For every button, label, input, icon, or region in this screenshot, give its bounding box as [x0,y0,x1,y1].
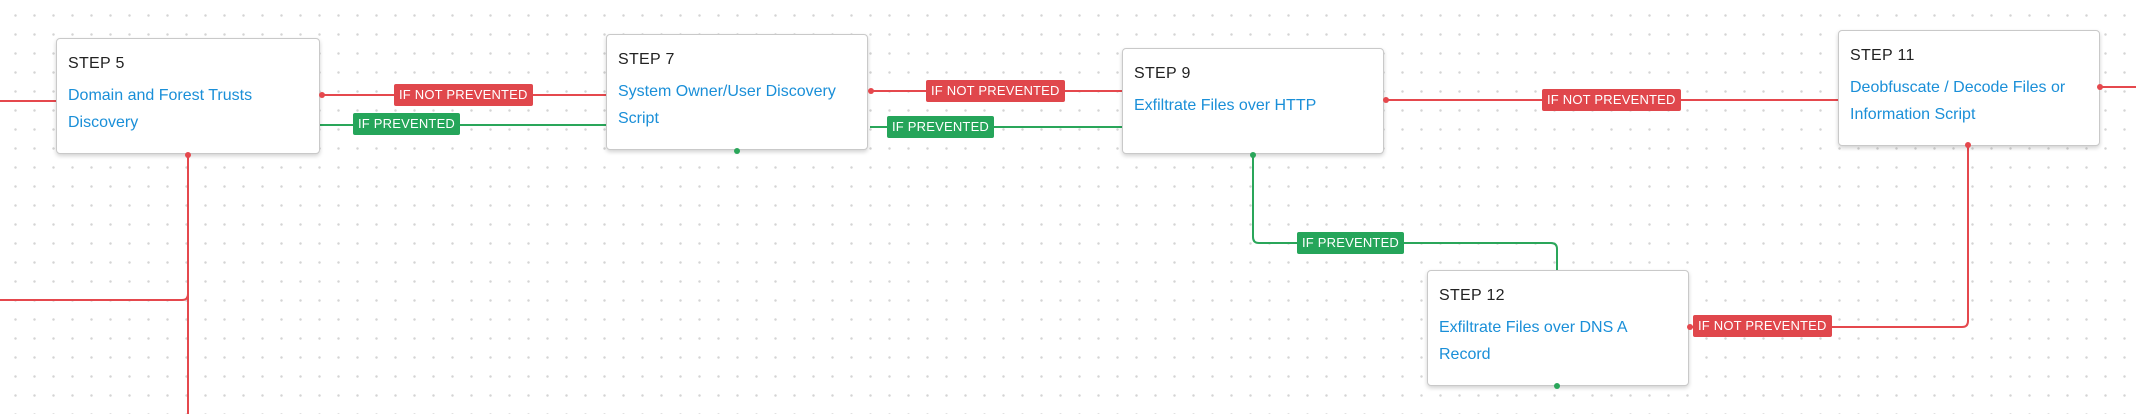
edge-label-prevented[interactable]: IF PREVENTED [353,113,461,135]
step-number-label: STEP 5 [68,55,125,72]
edge-offscreen-left-to-step5[interactable] [0,156,189,301]
connector-handle[interactable] [1554,383,1560,389]
step-title-link[interactable]: Deobfuscate / Decode Files or Informatio… [1850,79,2066,123]
connector-handle[interactable] [1687,324,1693,330]
edge-step9-step12-prevented[interactable] [1252,156,1558,270]
step-title-link[interactable]: System Owner/User Discovery Script [618,83,836,127]
connector-handle[interactable] [734,148,740,154]
step-number-label: STEP 12 [1439,287,1505,304]
step-title-link[interactable]: Exfiltrate Files over HTTP [1134,97,1317,114]
connector-handle[interactable] [1250,152,1256,158]
edge-step12-step11-not-prevented[interactable] [1690,146,1969,328]
step-title-link[interactable]: Exfiltrate Files over DNS A Record [1439,319,1627,363]
step-node-9[interactable]: STEP 9 Exfiltrate Files over HTTP [1122,48,1384,154]
connector-handle[interactable] [319,92,325,98]
connector-handle[interactable] [185,152,191,158]
step-number-label: STEP 11 [1850,47,1915,64]
connector-handle[interactable] [1383,97,1389,103]
step-node-11[interactable]: STEP 11 Deobfuscate / Decode Files or In… [1838,30,2100,146]
step-node-5[interactable]: STEP 5 Domain and Forest Trusts Discover… [56,38,320,154]
edge-label-not-prevented[interactable]: IF NOT PREVENTED [926,80,1065,102]
step-node-12[interactable]: STEP 12 Exfiltrate Files over DNS A Reco… [1427,270,1689,386]
step-node-7[interactable]: STEP 7 System Owner/User Discovery Scrip… [606,34,868,150]
edge-label-not-prevented[interactable]: IF NOT PREVENTED [1693,315,1832,337]
connector-handle[interactable] [1965,142,1971,148]
edge-label-not-prevented[interactable]: IF NOT PREVENTED [1542,89,1681,111]
edge-label-not-prevented[interactable]: IF NOT PREVENTED [394,84,533,106]
edge-label-prevented[interactable]: IF PREVENTED [1297,232,1405,254]
step-title-link[interactable]: Domain and Forest Trusts Discovery [68,87,253,131]
edge-label-prevented[interactable]: IF PREVENTED [887,116,995,138]
step-number-label: STEP 9 [1134,65,1191,82]
connector-handle[interactable] [868,88,874,94]
step-number-label: STEP 7 [618,51,675,68]
connector-handle[interactable] [2097,84,2103,90]
